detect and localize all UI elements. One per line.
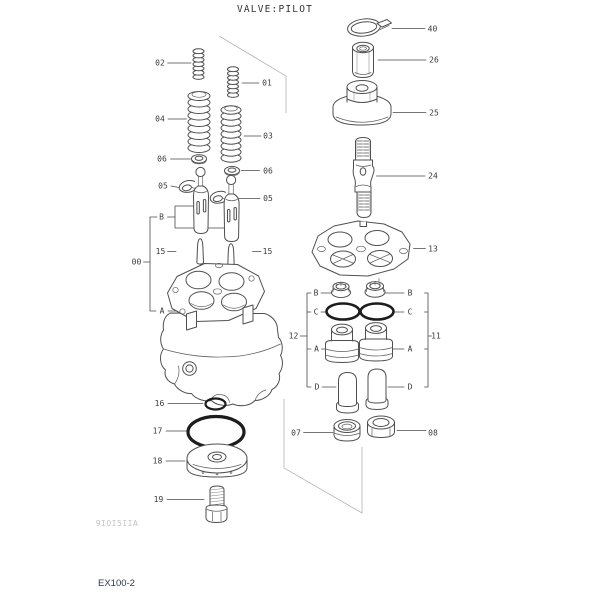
part-valve-body	[160, 312, 283, 407]
callout-11: 11	[431, 332, 441, 341]
callout-05-left: 05	[158, 182, 168, 191]
callout-18: 18	[153, 457, 163, 466]
part-08-nut	[367, 415, 395, 438]
part-02-small-spring	[192, 48, 205, 80]
callout-15-right: 15	[263, 247, 273, 256]
part-spool-left	[193, 166, 209, 234]
callout-A-right: A	[408, 345, 413, 354]
part-C-oring-right	[359, 302, 395, 321]
callout-D-left: D	[315, 383, 320, 392]
part-04-large-spring	[187, 91, 211, 153]
part-B-nut-left	[331, 281, 351, 298]
page-title: VALVE:PILOT	[237, 4, 313, 15]
callout-24: 24	[428, 172, 438, 181]
callout-13: 13	[428, 245, 438, 254]
callout-B-main: B	[159, 213, 164, 222]
callout-03: 03	[263, 132, 273, 141]
leader-lines	[143, 28, 432, 500]
callout-00: 00	[132, 258, 142, 267]
part-13-plate	[311, 220, 411, 277]
callout-19: 19	[154, 495, 164, 504]
part-07-nut	[333, 419, 361, 442]
part-40-clamp-screw-tab	[376, 19, 392, 30]
part-C-oring-left	[325, 302, 361, 321]
part-40-clamp	[347, 18, 381, 37]
callout-B-left: B	[314, 289, 319, 298]
callout-08: 08	[428, 429, 438, 438]
callout-15-left: 15	[156, 247, 166, 256]
part-05-retainer-clip-right	[209, 190, 228, 204]
callout-12: 12	[289, 332, 299, 341]
callout-01: 01	[262, 79, 272, 88]
part-06-washer-right	[224, 165, 240, 177]
part-D-pin-left	[336, 372, 359, 414]
part-18-plate-disc	[186, 443, 248, 478]
callout-C-left: C	[314, 308, 319, 317]
callout-02: 02	[155, 59, 165, 68]
callout-17: 17	[153, 427, 163, 436]
part-D-pin-right	[365, 368, 389, 410]
callout-06-left: 06	[157, 155, 167, 164]
part-19-bolt	[205, 485, 228, 523]
section-boundary-lines	[218, 35, 363, 514]
callout-06-right: 06	[263, 167, 273, 176]
part-16-oring-small	[204, 397, 227, 411]
part-03-large-spring	[220, 105, 242, 163]
part-25-grommet	[332, 80, 392, 126]
callout-labels: 02 01 04 03 06 06 05 05 B 00 15 15 A 16 …	[132, 25, 441, 505]
part-01-small-spring	[227, 66, 239, 98]
callout-B-right: B	[408, 289, 413, 298]
callout-07: 07	[291, 429, 301, 438]
part-17-oring-large	[186, 414, 246, 450]
part-A-bushing-left	[325, 323, 359, 363]
callout-16: 16	[155, 399, 165, 408]
part-26-bushing-cylinder	[352, 41, 374, 78]
footer-model-number: EX100-2	[98, 578, 135, 589]
callout-05-right: 05	[263, 194, 273, 203]
watermark-code: 9IOI5IIA	[96, 519, 139, 528]
callout-26: 26	[429, 56, 439, 65]
callout-D-right: D	[408, 383, 413, 392]
part-spool-right	[223, 174, 240, 242]
part-24-joint-shaft	[352, 137, 375, 218]
callout-A-main: A	[160, 307, 165, 316]
part-05-retainer-clip-left	[178, 179, 197, 193]
callout-40: 40	[428, 25, 438, 34]
part-body-top-plate	[167, 263, 265, 331]
callout-25: 25	[429, 109, 439, 118]
part-A-bushing-right	[359, 322, 393, 362]
part-B-nut-right	[364, 278, 386, 298]
part-06-washer-left	[191, 154, 207, 165]
callout-04: 04	[155, 115, 165, 124]
callout-C-right: C	[408, 308, 413, 317]
callout-A-left: A	[314, 345, 319, 354]
